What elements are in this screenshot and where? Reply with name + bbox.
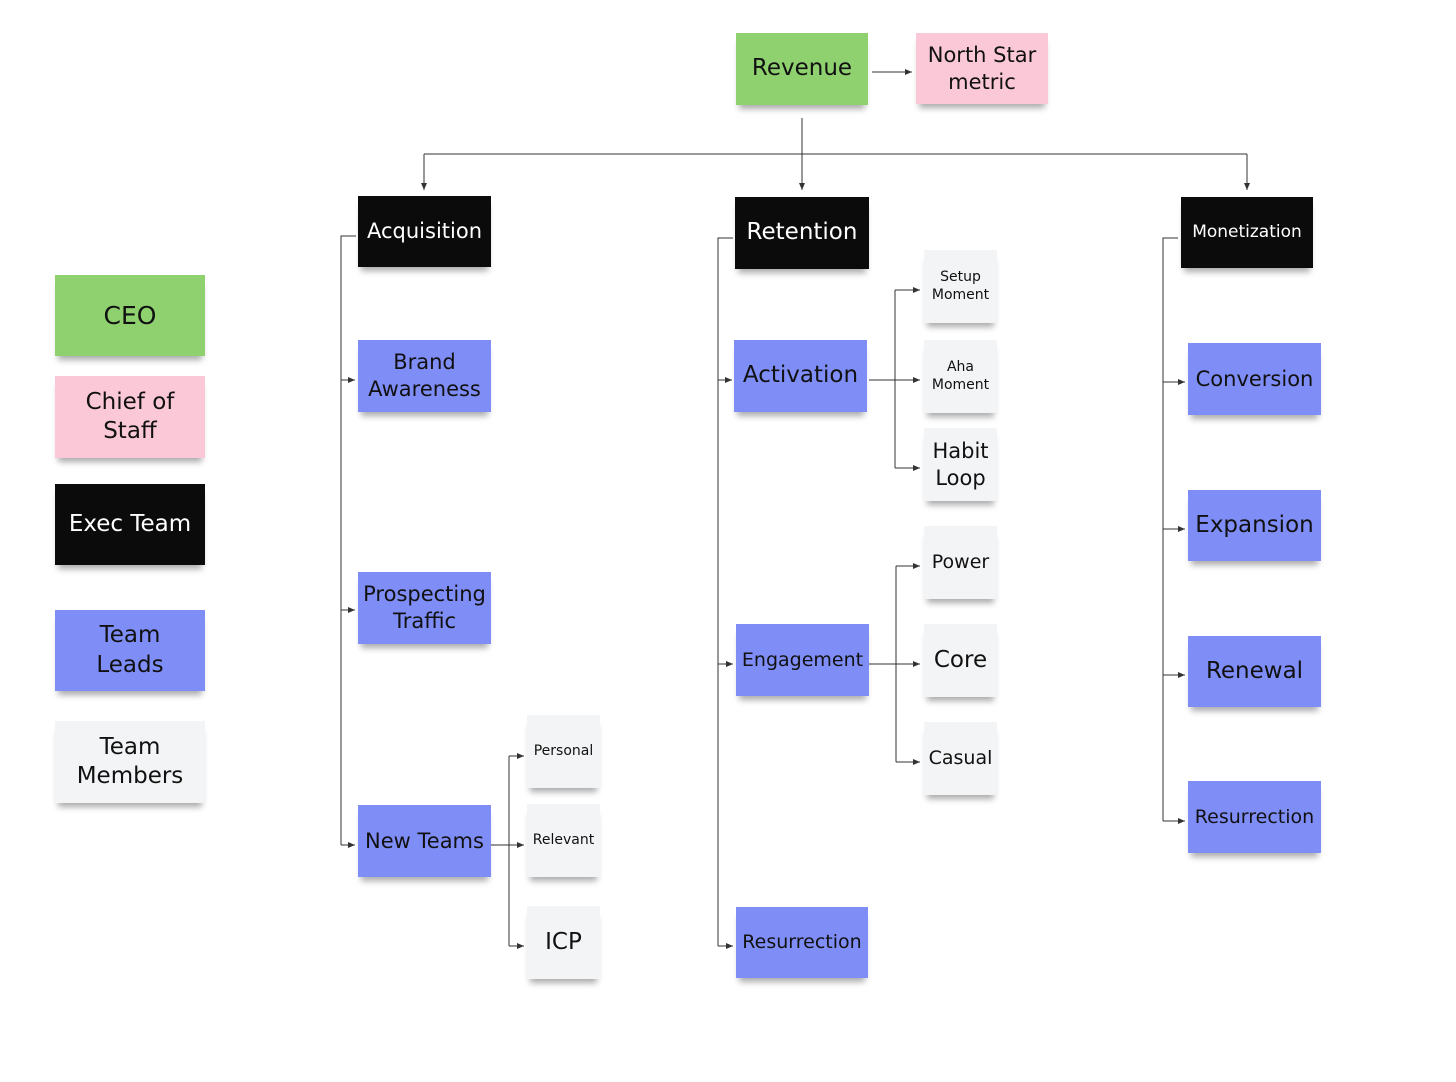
connector-monetization-spine [1162,237,1178,821]
retention-label: Retention [746,219,858,246]
legend-chief-of-staff-note[interactable]: Chief of Staff [55,376,205,458]
aha-moment-note[interactable]: Aha Moment [924,340,997,413]
core-note[interactable]: Core [924,624,997,697]
icp-label: ICP [545,928,582,955]
legend-team-leads-label: Team Leads [96,622,164,678]
legend-team-members-note[interactable]: Team Members [55,721,205,803]
casual-note[interactable]: Casual [924,722,997,795]
setup-moment-label: Setup Moment [931,268,990,303]
prospecting-traffic-note[interactable]: Prospecting Traffic [358,572,491,644]
habit-loop-label: Habit Loop [932,438,989,490]
conversion-label: Conversion [1195,366,1314,391]
legend-team-leads-note[interactable]: Team Leads [55,610,205,691]
core-label: Core [933,646,988,673]
legend-exec-team-label: Exec Team [68,510,192,537]
personal-label: Personal [533,742,594,759]
brand-awareness-label: Brand Awareness [368,350,481,401]
retention-resurrection-label: Resurrection [742,931,862,954]
conversion-note[interactable]: Conversion [1188,343,1321,415]
new-teams-label: New Teams [365,828,484,853]
revenue-label: Revenue [751,55,853,82]
connector-acquisition-spine [340,235,356,845]
retention-resurrection-note[interactable]: Resurrection [736,907,868,978]
power-label: Power [931,551,990,574]
legend-ceo-label: CEO [103,300,157,330]
legend-exec-team-note[interactable]: Exec Team [55,484,205,565]
expansion-label: Expansion [1195,511,1314,538]
legend-ceo-note[interactable]: CEO [55,275,205,356]
engagement-label: Engagement [741,648,864,671]
monetization-resurrection-label: Resurrection [1194,805,1315,828]
habit-loop-note[interactable]: Habit Loop [924,428,997,501]
monetization-resurrection-note[interactable]: Resurrection [1188,781,1321,853]
renewal-label: Renewal [1205,657,1304,684]
legend-chief-of-staff-label: Chief of Staff [85,388,175,444]
retention-note[interactable]: Retention [735,197,869,269]
icp-note[interactable]: ICP [527,906,600,979]
monetization-note[interactable]: Monetization [1181,197,1313,268]
engagement-note[interactable]: Engagement [736,624,869,696]
activation-note[interactable]: Activation [734,340,867,412]
acquisition-label: Acquisition [366,219,483,244]
prospecting-traffic-label: Prospecting Traffic [363,582,486,633]
acquisition-note[interactable]: Acquisition [358,196,491,267]
revenue-note[interactable]: Revenue [736,33,868,105]
expansion-note[interactable]: Expansion [1188,490,1321,561]
connector-retention-spine [717,237,733,946]
personal-note[interactable]: Personal [527,715,600,788]
aha-moment-label: Aha Moment [931,358,990,393]
legend-team-members-label: Team Members [76,733,184,789]
brand-awareness-note[interactable]: Brand Awareness [358,340,491,412]
activation-label: Activation [742,362,859,389]
north-star-label: North Star metric [927,42,1037,94]
new-teams-note[interactable]: New Teams [358,805,491,877]
relevant-label: Relevant [532,831,595,848]
renewal-note[interactable]: Renewal [1188,636,1321,707]
casual-label: Casual [928,747,993,770]
power-note[interactable]: Power [924,526,997,599]
monetization-label: Monetization [1192,221,1302,242]
setup-moment-note[interactable]: Setup Moment [924,250,997,323]
north-star-note[interactable]: North Star metric [916,33,1048,104]
relevant-note[interactable]: Relevant [527,804,600,877]
